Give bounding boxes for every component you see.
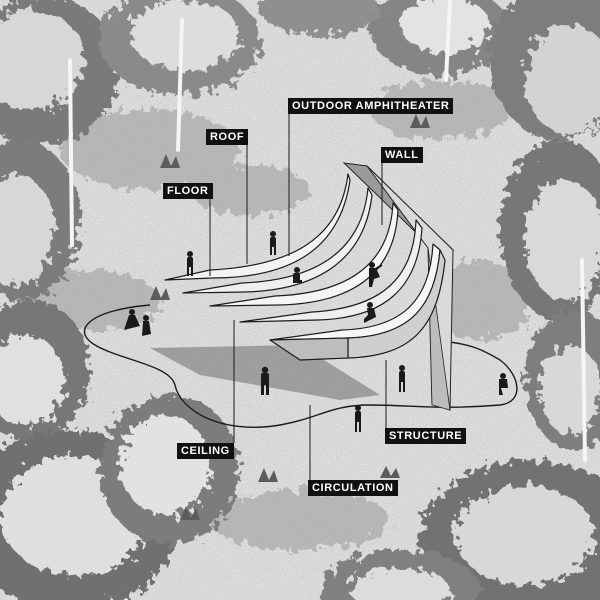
person <box>369 262 383 287</box>
person <box>355 405 361 432</box>
person <box>293 267 302 283</box>
label-wall: WALL <box>381 147 423 163</box>
tree-canopies-top <box>0 0 600 145</box>
people <box>124 231 508 432</box>
shrubs <box>150 114 430 520</box>
amphitheater-terraces <box>164 173 446 361</box>
person <box>261 366 269 395</box>
label-outdoor-amphitheater: OUTDOOR AMPHITHEATER <box>288 98 454 114</box>
label-floor: FLOOR <box>163 183 213 199</box>
label-circulation: CIRCULATION <box>308 480 398 496</box>
label-ceiling: CEILING <box>177 443 234 459</box>
person <box>124 309 140 330</box>
person <box>187 251 193 276</box>
label-roof: ROOF <box>206 129 249 145</box>
person <box>142 315 151 336</box>
ground-shadows <box>20 80 530 550</box>
circulation-path <box>83 304 518 428</box>
person <box>364 302 376 323</box>
tree-canopies-bottom <box>0 395 600 600</box>
person <box>270 231 276 255</box>
leader-lines <box>209 112 387 481</box>
person <box>499 373 508 395</box>
label-structure: STRUCTURE <box>385 428 467 444</box>
person <box>399 365 405 392</box>
